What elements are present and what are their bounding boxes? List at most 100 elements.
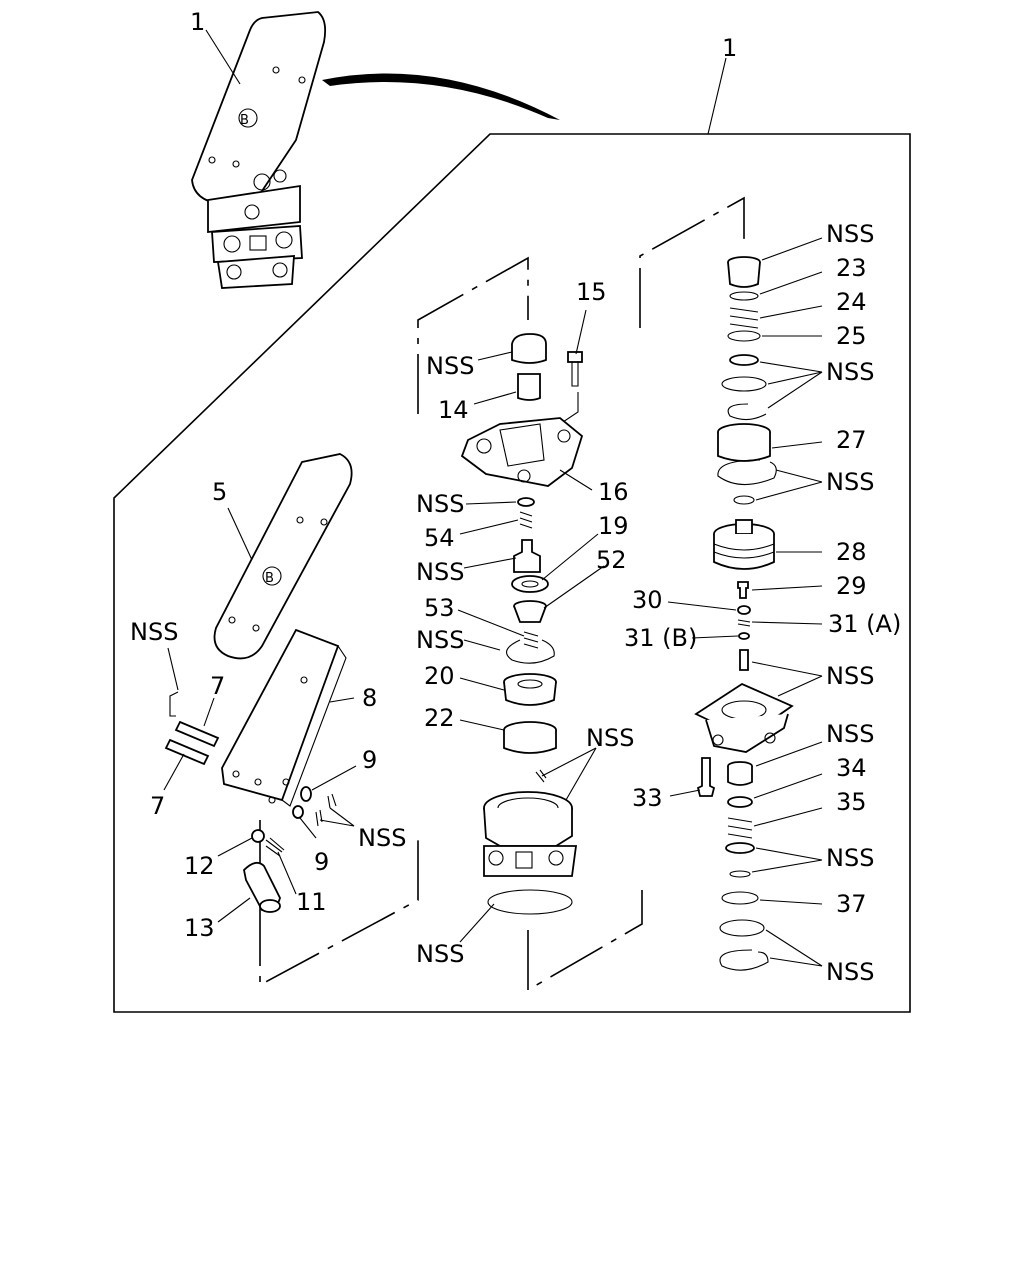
callout-22: 22 (424, 704, 455, 732)
callout-labels: 1 1 NSS 23 24 25 NSS 27 NSS 28 29 30 31 … (130, 8, 901, 986)
callout-nss-38: NSS (826, 958, 874, 986)
valve-stem-nss (513, 539, 541, 573)
callout-nss-27b: NSS (826, 468, 874, 496)
spring-35 (727, 817, 753, 839)
bolt-33 (696, 757, 716, 797)
bolt-nss-32 (739, 649, 749, 671)
snap-ring-nss-27 (717, 459, 777, 486)
callout-24: 24 (836, 288, 867, 316)
ring-37 (721, 891, 759, 905)
bushing-nss-34 (727, 761, 753, 786)
piston-20 (503, 673, 557, 706)
ring-25 (727, 330, 761, 342)
callout-52: 52 (596, 546, 627, 574)
callout-nss-14: NSS (426, 352, 474, 380)
stopper-13 (243, 861, 281, 913)
pin-nss-body (535, 769, 547, 783)
seal-34 (727, 796, 753, 808)
callout-nss-26: NSS (826, 358, 874, 386)
callout-53: 53 (424, 594, 455, 622)
washer-nss-38 (719, 919, 765, 937)
screw-11 (265, 837, 285, 857)
spring-54 (519, 511, 533, 529)
callout-nss-cotter: NSS (358, 824, 406, 852)
ring-22 (503, 721, 557, 754)
spring-24 (729, 307, 759, 329)
callout-29: 29 (836, 572, 867, 600)
callout-23: 23 (836, 254, 867, 282)
detail-frame (113, 133, 911, 1013)
callout-nss-top: NSS (826, 220, 874, 248)
washer-9a (300, 786, 312, 802)
leader-lines (163, 237, 823, 967)
pedal-bracket-8 (221, 628, 347, 807)
callout-31a: 31 (A) (828, 610, 901, 638)
callout-11: 11 (296, 888, 327, 916)
ring-23 (729, 291, 759, 301)
callout-37: 37 (836, 890, 867, 918)
cap-nss-14 (511, 333, 547, 364)
washer-nss-26b (721, 376, 767, 392)
callout-20: 20 (424, 662, 455, 690)
callout-27: 27 (836, 426, 867, 454)
callout-9-lower: 9 (314, 848, 329, 876)
callout-7-upper: 7 (210, 672, 225, 700)
callout-nss-34a: NSS (826, 720, 874, 748)
callout-nss-bottom: NSS (416, 940, 464, 968)
retainer-52 (513, 600, 547, 623)
callout-12: 12 (184, 852, 215, 880)
bolt-15 (567, 351, 583, 387)
callout-35: 35 (836, 788, 867, 816)
spring-31a (737, 619, 751, 627)
snap-ring-nss-53 (506, 639, 555, 664)
washer-nss-36a (725, 842, 755, 854)
bolt-29 (737, 581, 749, 599)
callout-34: 34 (836, 754, 867, 782)
detail-arrow (322, 73, 560, 120)
washer-9b (292, 805, 304, 819)
callout-54: 54 (424, 524, 455, 552)
callout-14: 14 (438, 396, 469, 424)
callout-nss-54: NSS (416, 490, 464, 518)
callout-8: 8 (362, 684, 377, 712)
snap-ring-nss-38 (719, 949, 769, 971)
callout-nss-53: NSS (416, 626, 464, 654)
valve-19 (511, 575, 549, 593)
svg-text:B: B (240, 113, 249, 128)
callout-19: 19 (598, 512, 629, 540)
callout-16: 16 (598, 478, 629, 506)
bushing-nss-top (727, 256, 761, 288)
pins-7 (164, 691, 220, 766)
o-ring-nss-27 (733, 495, 755, 505)
washer-nss-36b (729, 870, 751, 878)
callout-9-upper: 9 (362, 746, 377, 774)
callout-nss-32: NSS (826, 662, 874, 690)
callout-33: 33 (632, 784, 663, 812)
svg-text:B: B (265, 571, 274, 586)
snap-ring-nss-26 (727, 403, 767, 421)
callout-5: 5 (212, 478, 227, 506)
callout-nss-19: NSS (416, 558, 464, 586)
pedal-plate-5: B (213, 453, 353, 660)
callout-1-right: 1 (722, 34, 737, 62)
washer-nss-26a (729, 354, 759, 366)
washer-30 (737, 605, 751, 615)
bushing-27 (717, 423, 771, 462)
o-ring-nss-54 (517, 497, 535, 507)
callout-nss-body: NSS (586, 724, 634, 752)
callout-nss-pin: NSS (130, 618, 178, 646)
o-ring-bottom-nss (487, 889, 573, 915)
callout-28: 28 (836, 538, 867, 566)
callout-25: 25 (836, 322, 867, 350)
callout-15: 15 (576, 278, 607, 306)
cover-16 (460, 417, 584, 487)
valve-body (483, 791, 578, 877)
assembled-pedal-drawing: B (191, 11, 327, 289)
spring-31b (738, 632, 750, 640)
callout-13: 13 (184, 914, 215, 942)
callout-1-left: 1 (190, 8, 205, 36)
callout-31b: 31 (B) (624, 624, 697, 652)
nut-12 (251, 829, 265, 843)
callout-7-lower: 7 (150, 792, 165, 820)
